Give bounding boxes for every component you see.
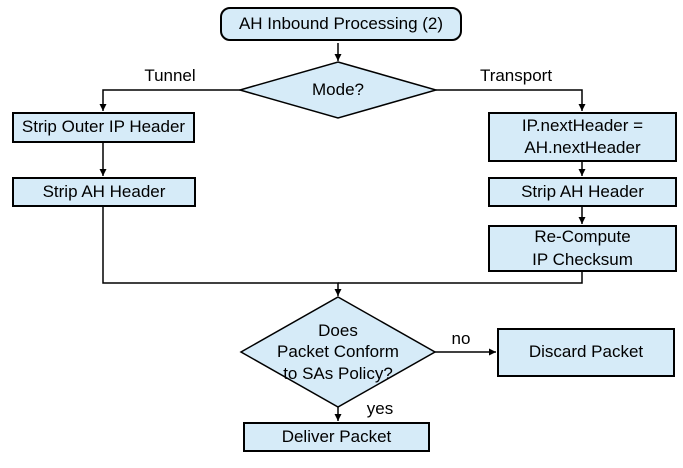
node-deliver-packet: Deliver Packet xyxy=(243,422,430,452)
edge-label-tunnel: Tunnel xyxy=(144,66,196,85)
edge-mode-tunnel xyxy=(99,89,240,111)
node-discard-packet: Discard Packet xyxy=(497,328,675,377)
edge-label-yes: yes xyxy=(366,399,394,418)
node-ip-next-header-assignment: IP.nextHeader = AH.nextHeader xyxy=(488,112,677,162)
policy-decision-shape xyxy=(239,296,437,408)
node-strip-outer-ip-header: Strip Outer IP Header xyxy=(12,112,195,143)
edge-tunnel-merge-to-policy xyxy=(102,207,342,296)
node-strip-ah-header-tunnel: Strip AH Header xyxy=(12,177,196,207)
edge-label-no: no xyxy=(451,329,471,348)
edge-transport-merge xyxy=(338,272,583,284)
mode-decision-shape xyxy=(237,61,439,119)
node-strip-ah-header-transport: Strip AH Header xyxy=(488,177,677,207)
edge-mode-transport xyxy=(436,89,586,111)
node-start-ah-inbound-processing: AH Inbound Processing (2) xyxy=(220,7,462,41)
node-recompute-ip-checksum: Re-Compute IP Checksum xyxy=(488,225,677,272)
edge-label-transport: Transport xyxy=(479,66,553,85)
